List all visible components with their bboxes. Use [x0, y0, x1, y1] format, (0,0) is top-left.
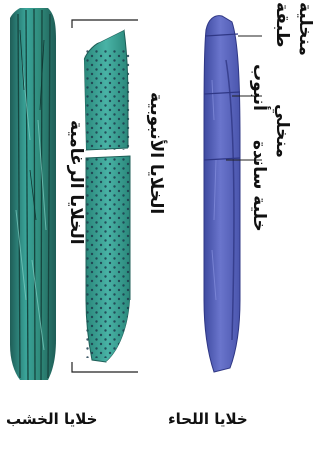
- xylem-cells-caption: خلايا الخشب: [6, 410, 97, 428]
- bark-cells-caption: خلايا اللحاء: [168, 410, 248, 428]
- vessel-element-tube-icon: [80, 28, 134, 362]
- fiber-cells-label: الخلايا الرغامية: [66, 120, 86, 245]
- sieve-tube-element-icon: [204, 16, 240, 372]
- tracheid-cells-label: الخلايا الأنبوبية: [146, 92, 166, 214]
- sieve-tube-label-line2: منخلي: [272, 104, 292, 158]
- sieve-tube-label: أنبوب: [249, 64, 269, 111]
- xylem-fiber-bundle-icon: [10, 8, 56, 380]
- companion-cell-label: خلية ساندة: [249, 140, 269, 232]
- sieve-plate-label-line2: منخلية: [295, 2, 315, 56]
- sieve-plate-label: طبقة: [272, 2, 292, 48]
